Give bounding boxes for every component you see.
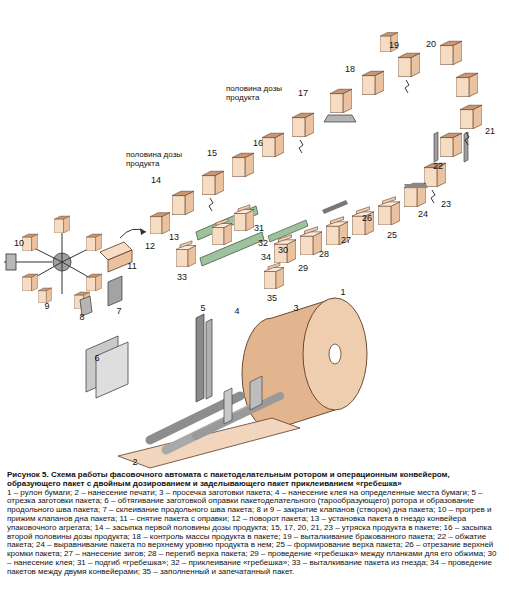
- bag: [292, 113, 314, 136]
- callout-number: 2: [132, 457, 137, 467]
- bag: [330, 89, 352, 112]
- callout-number: 16: [253, 138, 263, 148]
- callout-number: 30: [278, 245, 288, 255]
- callout-number: 31: [254, 223, 264, 233]
- cutter-knife: [206, 319, 212, 399]
- callout-number: 29: [298, 263, 308, 273]
- callout-number: 23: [441, 199, 451, 209]
- callout-number: 5: [200, 303, 205, 313]
- callout-number: 6: [94, 353, 99, 363]
- callout-number: 26: [362, 213, 372, 223]
- callout-number: 8: [79, 312, 84, 322]
- legend-list: 1 – рулон бумаги; 2 – нанесение печати; …: [7, 489, 502, 577]
- callout-number: 9: [44, 301, 49, 311]
- sealed-bag: [300, 227, 322, 255]
- callout-number: 3: [293, 303, 298, 313]
- callout-number: 18: [345, 64, 355, 74]
- callout-number: 4: [234, 306, 239, 316]
- bag: [172, 191, 194, 214]
- callout-number: 20: [426, 39, 436, 49]
- callout-number: 34: [261, 252, 271, 262]
- callout-number: 10: [14, 238, 24, 248]
- caption-block: Рисунок 5. Схема работы фасовочного авто…: [7, 471, 502, 577]
- seam-press: [108, 276, 122, 306]
- machine-illustration: [0, 0, 509, 470]
- finished-bag: [264, 263, 284, 289]
- bottom-flap-bag: [38, 288, 52, 303]
- figure-caption: Рисунок 5. Схема работы фасовочного авто…: [7, 471, 502, 489]
- punch-roller: [196, 396, 280, 436]
- rotor-arms: [32, 230, 92, 294]
- callout-number: 13: [169, 232, 179, 242]
- mandrel-bag: [54, 216, 70, 233]
- callout-number: 1: [340, 287, 345, 297]
- annotation: половина дозы продукта: [226, 84, 288, 102]
- callout-number: 32: [258, 238, 268, 248]
- bag: [440, 133, 462, 156]
- callout-number: 7: [116, 306, 121, 316]
- callout-number: 19: [389, 40, 399, 50]
- sealed-bag: [234, 205, 254, 231]
- callout-number: 15: [207, 148, 217, 158]
- arrow-head: [140, 228, 146, 235]
- callout-number: 17: [298, 88, 308, 98]
- roll-core: [329, 344, 341, 364]
- callout-number: 22: [433, 161, 443, 171]
- sealed-bag: [378, 197, 400, 225]
- callout-number: 33: [177, 272, 187, 282]
- vibration-marks: [209, 80, 469, 211]
- press-plate: [464, 132, 468, 162]
- bag: [398, 53, 420, 76]
- bag: [150, 213, 170, 234]
- leveller: [404, 184, 428, 188]
- callout-number: 28: [319, 249, 329, 259]
- sealed-bag: [352, 207, 374, 235]
- callout-number: 35: [267, 293, 277, 303]
- press-plate: [434, 132, 438, 162]
- bag: [362, 71, 384, 94]
- rotor-drive: [6, 254, 16, 270]
- mandrel-bag: [86, 234, 102, 251]
- glue-unit: [250, 376, 262, 410]
- bag: [460, 105, 482, 128]
- callout-number: 27: [341, 235, 351, 245]
- mandrel-bag: [86, 274, 102, 291]
- callout-number: 11: [127, 261, 136, 271]
- bag: [456, 73, 478, 96]
- sealed-bag: [176, 241, 196, 267]
- callout-number: 21: [485, 126, 495, 136]
- sealed-bag: [212, 219, 232, 245]
- glue-unit: [224, 388, 232, 424]
- cutter-knife: [196, 314, 204, 402]
- bag: [232, 153, 254, 176]
- bag-blank: [96, 342, 128, 398]
- callout-number: 12: [145, 241, 155, 251]
- callout-number: 25: [387, 230, 397, 240]
- crest-bar: [268, 220, 308, 242]
- bag: [440, 41, 462, 64]
- creaser: [322, 200, 348, 214]
- callout-number: 24: [418, 209, 428, 219]
- rejected-bag: [380, 33, 398, 52]
- callout-number: 14: [151, 175, 161, 185]
- scale: [324, 115, 356, 122]
- bag: [262, 133, 284, 156]
- annotation: половина дозы продукта: [126, 150, 188, 168]
- mandrel-bag: [22, 234, 38, 251]
- roll-end: [303, 298, 367, 410]
- bag: [202, 171, 224, 194]
- mandrel-bag: [22, 274, 38, 291]
